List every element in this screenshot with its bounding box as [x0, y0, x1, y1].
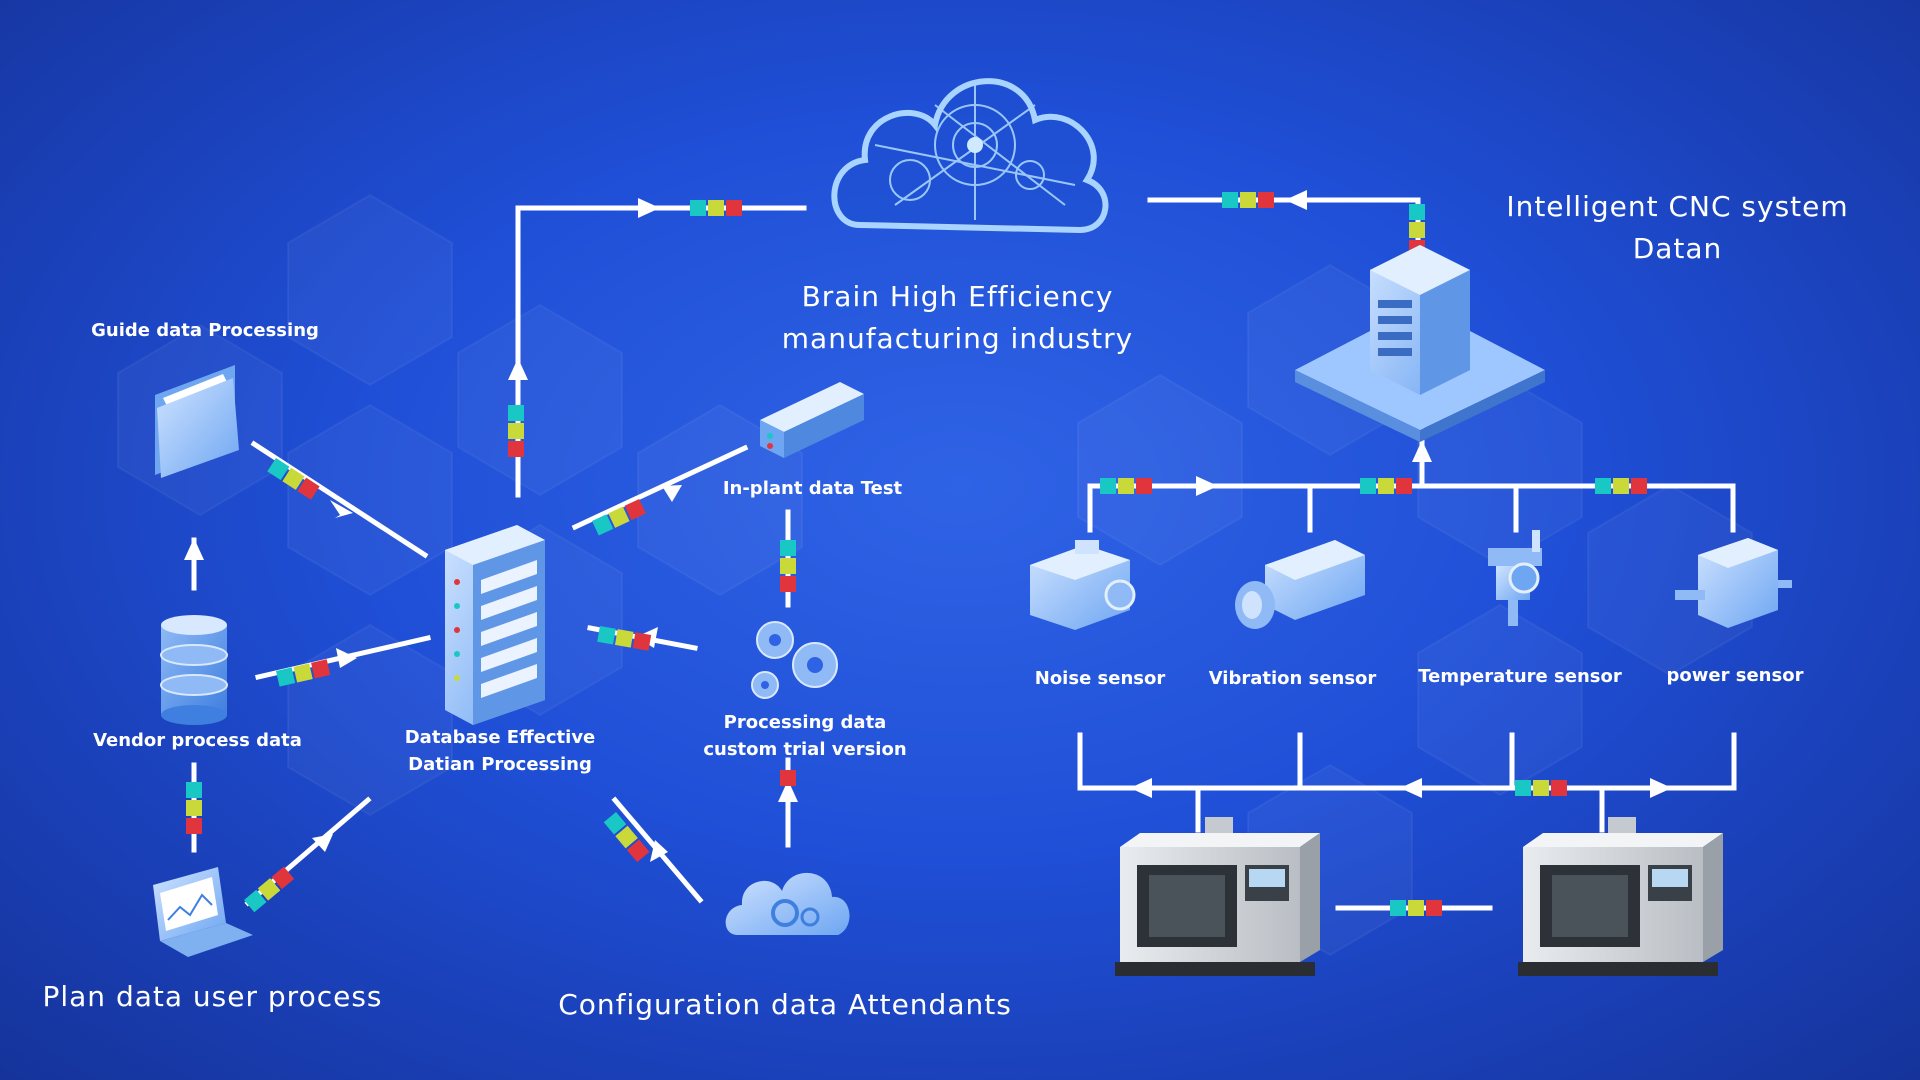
- cnc-machine-icon-left: [1115, 817, 1320, 976]
- cnc-label-line2: Datan: [1632, 232, 1723, 265]
- data-packet-chips: [186, 192, 1647, 916]
- configuration-data-label: Configuration data Attendants: [558, 988, 1012, 1021]
- power-sensor-label: power sensor: [1666, 665, 1804, 686]
- cnc-label-line1: Intelligent CNC system: [1506, 190, 1849, 223]
- database-label-line2: Datian Processing: [408, 754, 592, 775]
- brain-label-line1: Brain High Efficiency: [801, 280, 1114, 313]
- server-tower-platform-icon: [1295, 245, 1545, 442]
- database-stack-icon: [160, 615, 228, 725]
- plan-data-label: Plan data user process: [42, 980, 383, 1013]
- temperature-sensor-label: Temperature sensor: [1418, 666, 1622, 687]
- cloud-gear-icon: [725, 872, 850, 935]
- guide-data-label: Guide data Processing: [91, 320, 319, 341]
- brain-label-line2: manufacturing industry: [781, 322, 1134, 355]
- server-rack-icon: [445, 525, 545, 725]
- cnc-machine-icon-right: [1518, 817, 1723, 976]
- laptop-icon: [153, 867, 253, 957]
- processing-label-line2: custom trial version: [703, 739, 907, 760]
- noise-sensor-icon: [1030, 540, 1136, 630]
- vibration-sensor-label: Vibration sensor: [1208, 668, 1377, 689]
- noise-sensor-label: Noise sensor: [1034, 668, 1166, 689]
- gears-icon: [751, 621, 838, 699]
- folder-icon: [155, 365, 239, 478]
- processing-label-line1: Processing data: [723, 712, 887, 733]
- inplant-data-label: In-plant data Test: [722, 478, 903, 499]
- network-device-icon: [760, 382, 864, 458]
- cloud-network-icon: [831, 78, 1109, 234]
- vendor-data-label: Vendor process data: [93, 730, 302, 751]
- vibration-sensor-icon: [1235, 540, 1365, 629]
- power-sensor-icon: [1675, 538, 1792, 628]
- database-label-line1: Database Effective: [404, 727, 596, 748]
- temperature-sensor-icon: [1488, 530, 1542, 626]
